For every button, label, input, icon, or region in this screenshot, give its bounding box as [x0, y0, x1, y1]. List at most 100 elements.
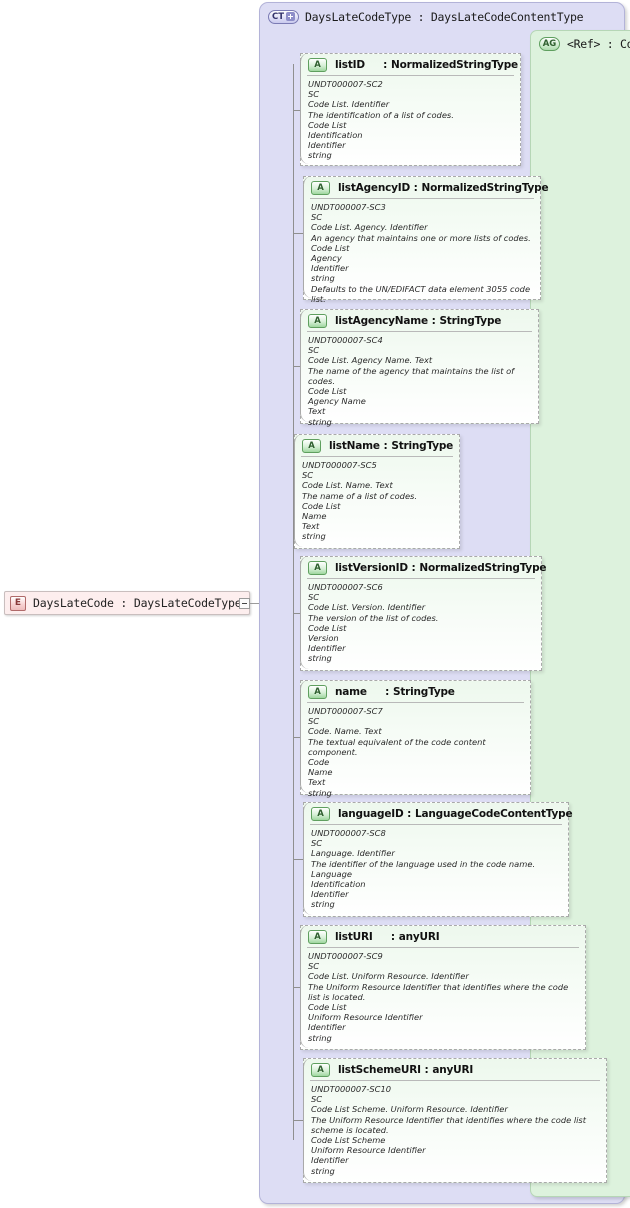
- attributegroup-title: <Ref> : CodeListAttributeGroup: [567, 37, 630, 51]
- attribute-divider: [307, 578, 535, 579]
- attribute-doc-line: Text: [302, 521, 320, 532]
- attribute-doc-line: Identifier: [308, 140, 346, 151]
- attribute-type: NormalizedStringType: [421, 181, 549, 194]
- attribute-doc-line: Code List. Version. Identifier: [308, 602, 426, 613]
- attribute-type: anyURI: [432, 1063, 474, 1076]
- attribute-doc-line: Identifier: [311, 263, 349, 274]
- attribute-doc-line: UNDT000007-SC3: [311, 202, 386, 212]
- attribute-doc-line: Code List: [308, 119, 347, 130]
- attributegroup-badge-ag: AG: [539, 37, 560, 51]
- tree-stub: [293, 987, 303, 988]
- attribute-name: listURI: [335, 930, 373, 943]
- attribute-separator: :: [403, 807, 416, 820]
- tree-stub: [293, 613, 303, 614]
- attribute-doc-line: Identifier: [311, 889, 349, 900]
- attribute-separator: :: [379, 439, 392, 452]
- attribute-doc-line: Agency Name: [308, 396, 366, 407]
- attribute-doc-line: The Uniform Resource Identifier that ide…: [311, 1114, 587, 1135]
- complextype-title: DaysLateCodeType : DaysLateCodeContentTy…: [305, 9, 584, 24]
- attribute-badge-a: A: [311, 1062, 330, 1077]
- attribute-badge-a: A: [308, 929, 327, 944]
- tree-stub: [293, 110, 303, 111]
- attribute-separator: :: [366, 685, 393, 698]
- attribute-doc-line: Code List Scheme: [311, 1135, 386, 1146]
- attribute-doc-line: string: [308, 150, 332, 161]
- attribute-doc-line: SC: [311, 1094, 323, 1105]
- attribute-doc-line: Agency: [311, 253, 342, 264]
- attribute-doc-line: SC: [302, 470, 314, 481]
- attribute-doc-line: SC: [308, 716, 320, 727]
- attribute-divider: [307, 702, 524, 703]
- attribute-type: NormalizedStringType: [391, 58, 518, 71]
- attribute-doc-line: string: [308, 653, 332, 664]
- attribute-doc-line: SC: [308, 89, 320, 100]
- attribute-doc-line: Version: [308, 633, 339, 644]
- attribute-doc-line: string: [302, 531, 326, 542]
- attribute-doc-line: Code List. Uniform Resource. Identifier: [308, 971, 469, 982]
- attribute-divider: [301, 456, 453, 457]
- tree-stub: [293, 737, 303, 738]
- attribute-doc-line: SC: [308, 592, 320, 603]
- attribute-doc-line: string: [311, 273, 335, 284]
- attribute-doc-line: Code List: [308, 622, 347, 633]
- attribute-doc-line: Code: [308, 757, 330, 768]
- collapse-toggle-icon[interactable]: [239, 598, 250, 609]
- attribute-doc-line: Uniform Resource Identifier: [308, 1012, 423, 1023]
- attribute-doc-line: Defaults to the UN/EDIFACT data element …: [311, 283, 531, 304]
- attribute-name: name: [335, 685, 367, 698]
- attribute-doc-line: Text: [308, 777, 326, 788]
- attribute-doc-line: UNDT000007-SC2: [308, 79, 383, 89]
- attribute-doc-line: SC: [308, 345, 320, 356]
- attribute-name: languageID: [338, 807, 404, 820]
- element-label: DaysLateCode : DaysLateCodeType: [33, 596, 242, 610]
- attribute-doc-line: string: [308, 416, 332, 427]
- attribute-doc-line: Identification: [308, 130, 363, 141]
- attribute-divider: [307, 947, 579, 948]
- attribute-doc-line: The identifier of the language used in t…: [311, 858, 536, 869]
- complextype-badge-text: CT: [272, 11, 285, 22]
- attribute-doc-line: Code List Scheme. Uniform Resource. Iden…: [311, 1104, 508, 1115]
- attribute-separator: :: [427, 314, 440, 327]
- attribute-doc-line: Code List. Name. Text: [302, 480, 393, 491]
- element-node-dayslatecode[interactable]: E DaysLateCode : DaysLateCodeType: [4, 591, 251, 615]
- attribute-doc-line: Code List. Agency Name. Text: [308, 355, 433, 366]
- attribute-doc-line: An agency that maintains one or more lis…: [311, 232, 531, 243]
- attribute-doc-line: UNDT000007-SC5: [302, 460, 377, 470]
- expand-plus-icon[interactable]: [286, 12, 296, 21]
- attribute-doc-line: string: [308, 787, 332, 798]
- attribute-doc-line: The identification of a list of codes.: [308, 109, 454, 120]
- attribute-doc-line: Name: [308, 767, 333, 778]
- attribute-doc-line: string: [311, 899, 335, 910]
- attribute-divider: [310, 1080, 600, 1081]
- attribute-name: listVersionID: [335, 561, 408, 574]
- attribute-doc-line: The name of a list of codes.: [302, 490, 418, 501]
- attribute-doc-line: Language. Identifier: [311, 848, 395, 859]
- attribute-separator: :: [364, 58, 392, 71]
- attribute-name: listAgencyName: [335, 314, 428, 327]
- attribute-doc-line: Identifier: [311, 1155, 349, 1166]
- attribute-type: NormalizedStringType: [419, 561, 547, 574]
- attribute-doc-line: Text: [308, 406, 326, 417]
- attribute-doc-line: UNDT000007-SC4: [308, 335, 383, 345]
- attribute-doc-line: The Uniform Resource Identifier that ide…: [308, 981, 569, 1002]
- attribute-divider: [310, 198, 534, 199]
- attribute-doc-line: Identifier: [308, 643, 346, 654]
- attribute-doc-line: Code List: [308, 1002, 347, 1013]
